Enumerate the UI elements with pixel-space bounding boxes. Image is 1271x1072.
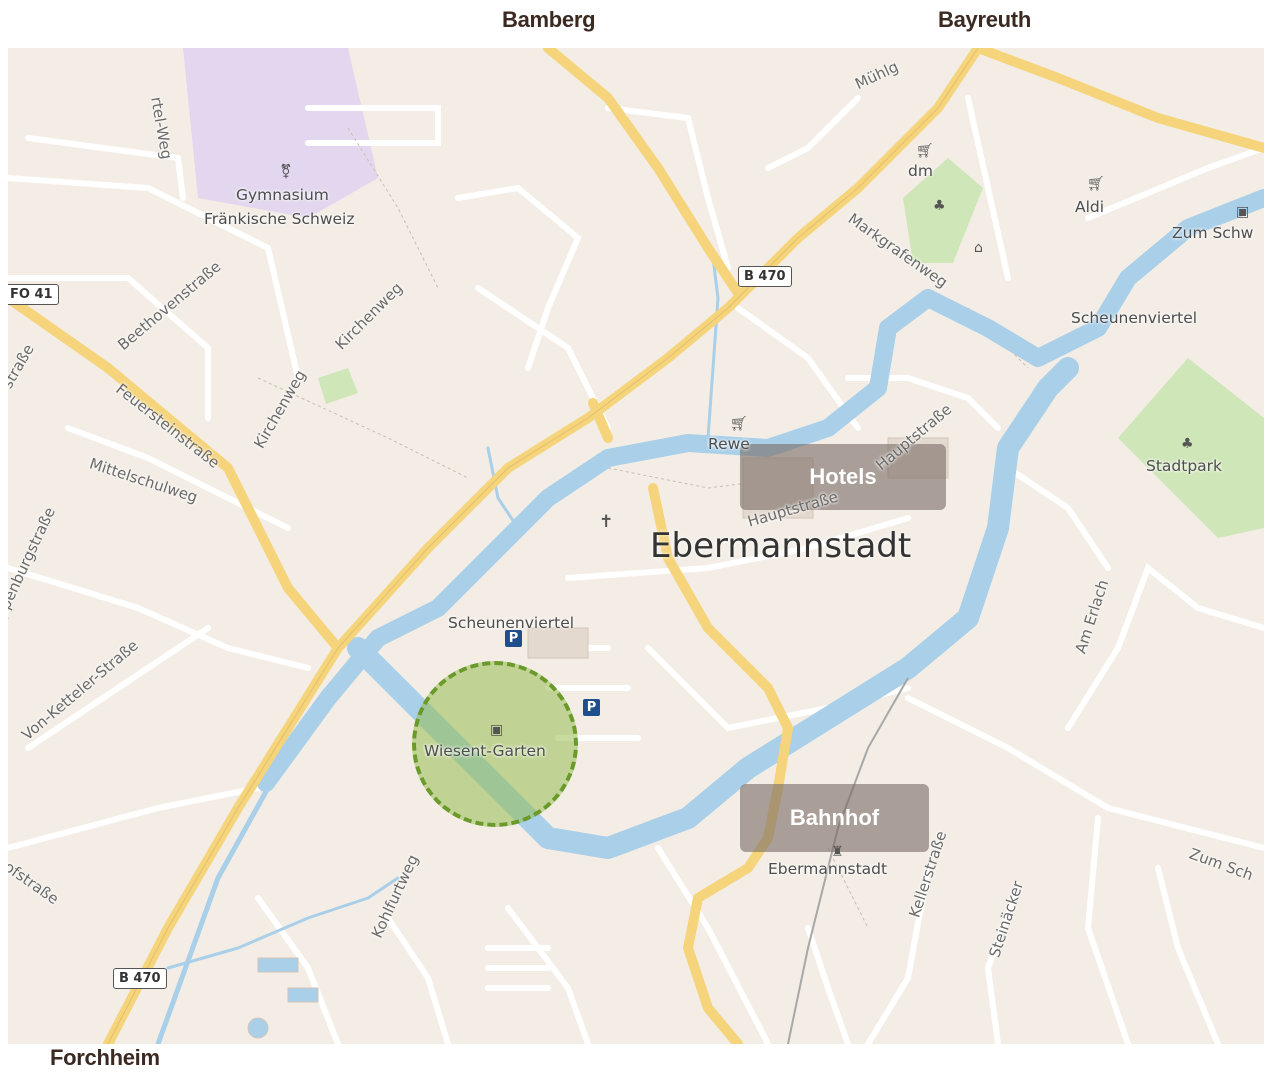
museum-icon: ⌂ (974, 240, 983, 256)
beer-garden-icon: ▣ (1236, 204, 1250, 220)
park-stadtpark (1118, 358, 1264, 538)
road-shield-b470-south: B 470 (113, 968, 167, 989)
school-area (183, 48, 378, 218)
hotels-button[interactable]: Hotels (740, 444, 946, 510)
poi-zum-schw: Zum Schw (1172, 224, 1254, 242)
poi-wiesent-garten: Wiesent-Garten (424, 742, 546, 760)
highlight-wiesent-garten[interactable] (412, 661, 578, 827)
school-icon: ⚧ (280, 164, 292, 180)
poi-scheunenviertel-east: Scheunenviertel (1071, 309, 1198, 327)
poi-station-ebermannstadt: Ebermannstadt (768, 860, 888, 878)
tree-icon: ♣ (1181, 436, 1194, 452)
direction-label-forchheim: Forchheim (50, 1045, 160, 1070)
poi-gymnasium-line1: Gymnasium (236, 186, 329, 204)
poi-gymnasium-line2: Fränkische Schweiz (204, 210, 355, 228)
park-small (318, 368, 358, 404)
cart-icon: 🛒︎ (916, 143, 934, 159)
map-view[interactable]: Hotels Bahnhof Ebermannstadt ⚧ Gymnasium… (8, 48, 1264, 1044)
direction-label-bamberg: Bamberg (502, 7, 596, 32)
beer-garden-icon: ▣ (490, 722, 504, 738)
parking-icon: P (583, 699, 600, 716)
cart-icon: 🛒︎ (730, 416, 748, 432)
poi-dm: dm (908, 162, 933, 180)
train-icon: ♜ (831, 844, 844, 860)
tree-icon: ♣ (933, 198, 946, 214)
cart-icon: 🛒︎ (1087, 176, 1105, 192)
bahnhof-button[interactable]: Bahnhof (740, 784, 929, 852)
road-shield-fo41: FO 41 (8, 284, 59, 305)
road-shield-b470-north: B 470 (738, 266, 792, 287)
town-label: Ebermannstadt (650, 526, 912, 566)
parking-icon: P (505, 630, 522, 647)
poi-aldi: Aldi (1075, 198, 1105, 216)
church-cross-icon: ✝ (599, 512, 614, 532)
poi-stadtpark: Stadtpark (1146, 457, 1223, 475)
direction-label-bayreuth: Bayreuth (938, 7, 1031, 32)
poi-rewe: Rewe (708, 435, 750, 453)
poi-scheunenviertel-center: Scheunenviertel (448, 614, 575, 632)
park-north (903, 158, 983, 263)
